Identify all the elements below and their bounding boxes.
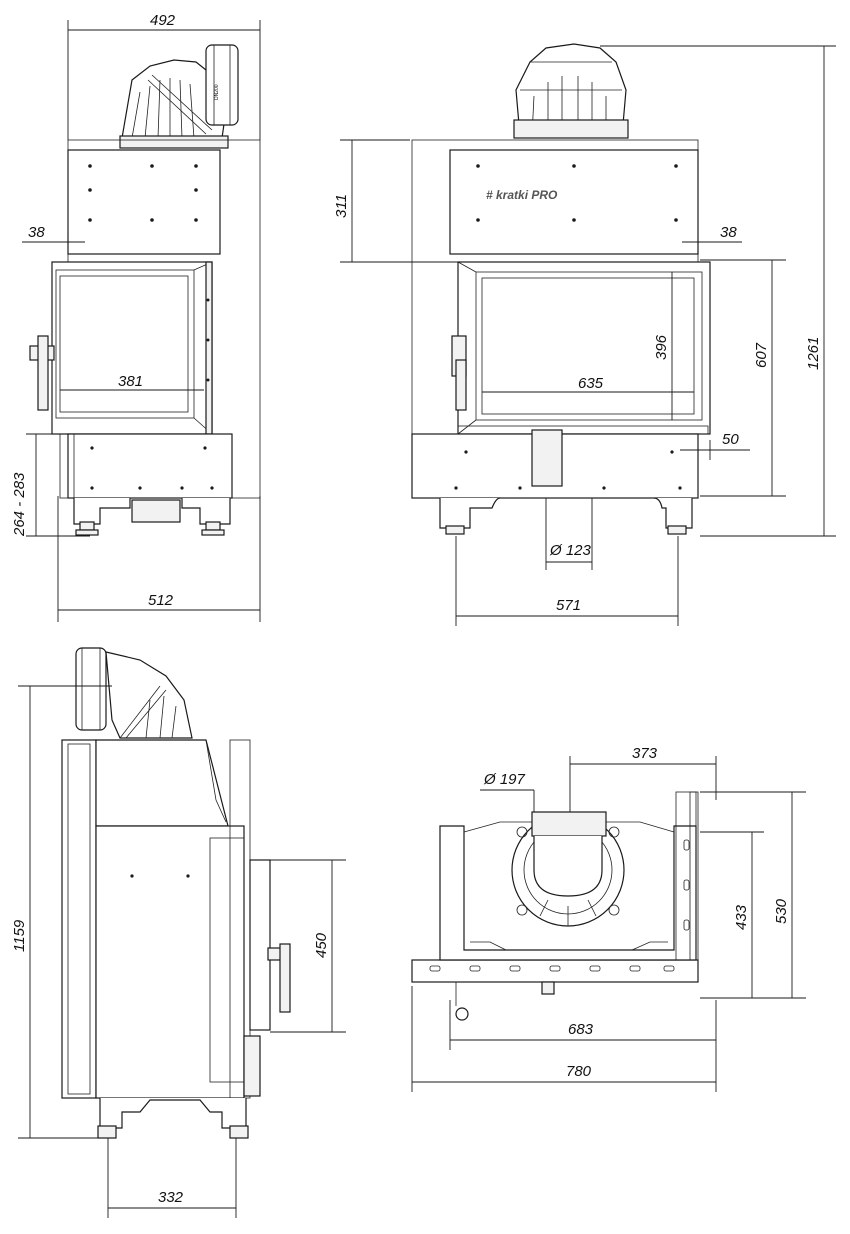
brand-logo: # kratki PRO	[486, 188, 558, 202]
door-handle	[29, 335, 55, 411]
top-slots	[429, 839, 690, 972]
dim-width-inner: 683	[568, 1021, 594, 1038]
feet-right	[439, 497, 693, 535]
flue-elbow: DN200	[119, 44, 239, 149]
dim-depth-inner: 433	[733, 904, 750, 930]
dim-frame-offset: 50	[722, 431, 739, 448]
top-knob	[455, 981, 555, 1021]
side-feet	[97, 1098, 249, 1139]
top-flue-ring	[511, 811, 625, 927]
dim-side-offset: 38	[28, 224, 45, 241]
dim-outlet-diameter: Ø 123	[549, 542, 592, 559]
dim-flue-offset: 373	[632, 745, 658, 762]
dim-width-outer: 780	[566, 1063, 592, 1080]
dim-bottom-width-right: 571	[556, 597, 581, 614]
side-frame	[61, 739, 97, 1099]
door-right	[451, 261, 711, 435]
dim-flue-diameter: Ø 197	[483, 771, 526, 788]
svg-text:DN200: DN200	[214, 84, 220, 100]
dim-door-height: 607	[753, 342, 770, 368]
svg-text:#: #	[486, 188, 493, 202]
view-top: 373 Ø 197 433 530 683 780	[411, 745, 806, 1092]
dim-top-width: 492	[150, 12, 176, 29]
dimensions-top: 373 Ø 197 433 530 683 780	[411, 745, 806, 1092]
view-front-right: # kratki PRO 311 38 396	[333, 43, 836, 626]
dim-hood-height: 311	[333, 194, 350, 218]
dim-glass-width-right: 635	[578, 375, 604, 392]
dimensions-front-right: 311 38 396 635 607 1261 50 Ø 123 571	[333, 45, 836, 626]
dim-depth-outer: 530	[773, 898, 790, 924]
dimensions-side: 1159 450 332	[11, 685, 346, 1218]
dim-bottom-width: 512	[148, 592, 174, 609]
dimensions-front-left: 492 38 381 264 - 283 512	[11, 12, 261, 622]
flue-collar	[513, 43, 629, 139]
dim-glass-height: 396	[653, 334, 670, 360]
side-door	[243, 859, 291, 1097]
dim-side-offset-right: 38	[720, 224, 737, 241]
flue-elbow-side	[75, 647, 193, 739]
feet	[73, 498, 231, 536]
hood-right	[449, 149, 699, 255]
brand-logo-text: kratki PRO	[496, 188, 558, 202]
dim-side-base-depth: 332	[158, 1189, 184, 1206]
door	[51, 261, 213, 435]
view-front-left: DN200	[11, 12, 261, 622]
view-side: 1159 450 332	[11, 647, 346, 1218]
dim-side-door-height: 450	[313, 932, 330, 958]
dim-glass-width: 381	[118, 373, 143, 390]
dim-leg-height: 264 - 283	[11, 472, 28, 537]
hood	[67, 149, 221, 255]
lower-body	[67, 433, 233, 499]
dim-total-height: 1261	[805, 337, 822, 370]
dim-side-total-height: 1159	[11, 919, 28, 952]
